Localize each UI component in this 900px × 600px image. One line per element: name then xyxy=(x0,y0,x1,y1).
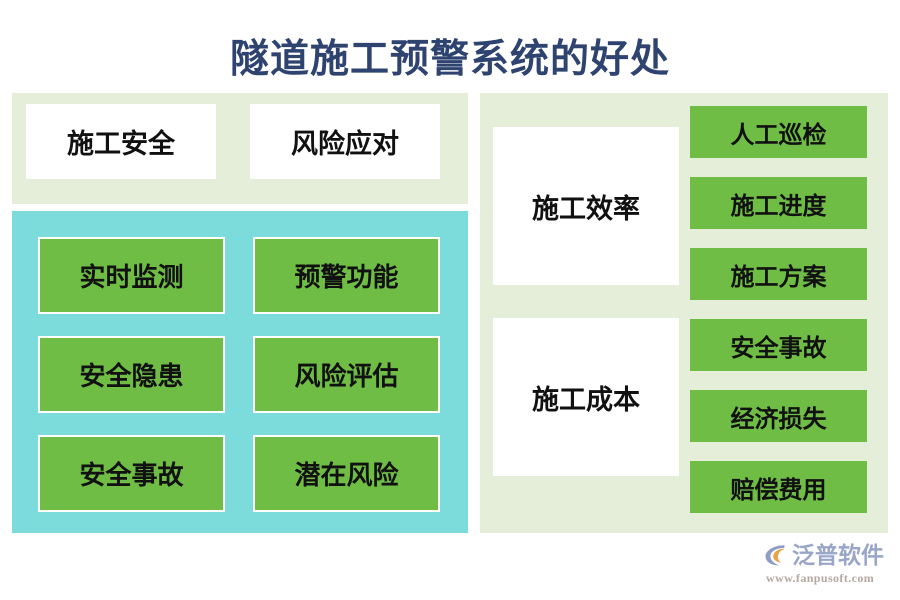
watermark-brand: 泛普软件 xyxy=(792,542,884,568)
right-item-manual-inspection[interactable]: 人工巡检 xyxy=(690,106,867,158)
right-item-economic-loss[interactable]: 经济损失 xyxy=(690,390,867,442)
teal-card-realtime-monitoring[interactable]: 实时监测 xyxy=(38,237,225,314)
right-category-construction-efficiency[interactable]: 施工效率 xyxy=(493,127,679,285)
page-title: 隧道施工预警系统的好处 xyxy=(229,38,670,81)
watermark-url: www.fanpusoft.com xyxy=(766,571,875,585)
right-item-compensation-fee[interactable]: 赔偿费用 xyxy=(690,461,867,513)
fanpu-swoosh-logo-icon xyxy=(765,545,785,566)
teal-card-safety-hazard[interactable]: 安全隐患 xyxy=(38,336,225,413)
right-category-construction-cost[interactable]: 施工成本 xyxy=(493,318,679,476)
teal-card-potential-risk[interactable]: 潜在风险 xyxy=(253,435,440,512)
right-item-safety-accident[interactable]: 安全事故 xyxy=(690,319,867,371)
right-item-construction-plan[interactable]: 施工方案 xyxy=(690,248,867,300)
teal-card-safety-accident[interactable]: 安全事故 xyxy=(38,435,225,512)
right-item-construction-progress[interactable]: 施工进度 xyxy=(690,177,867,229)
watermark-row: 泛普软件 xyxy=(762,540,884,570)
teal-card-early-warning[interactable]: 预警功能 xyxy=(253,237,440,314)
teal-card-risk-assessment[interactable]: 风险评估 xyxy=(253,336,440,413)
left-top-card-1[interactable]: 施工安全 xyxy=(26,104,216,179)
watermark: 泛普软件 www.fanpusoft.com xyxy=(762,540,894,588)
left-top-card-2[interactable]: 风险应对 xyxy=(250,104,440,179)
